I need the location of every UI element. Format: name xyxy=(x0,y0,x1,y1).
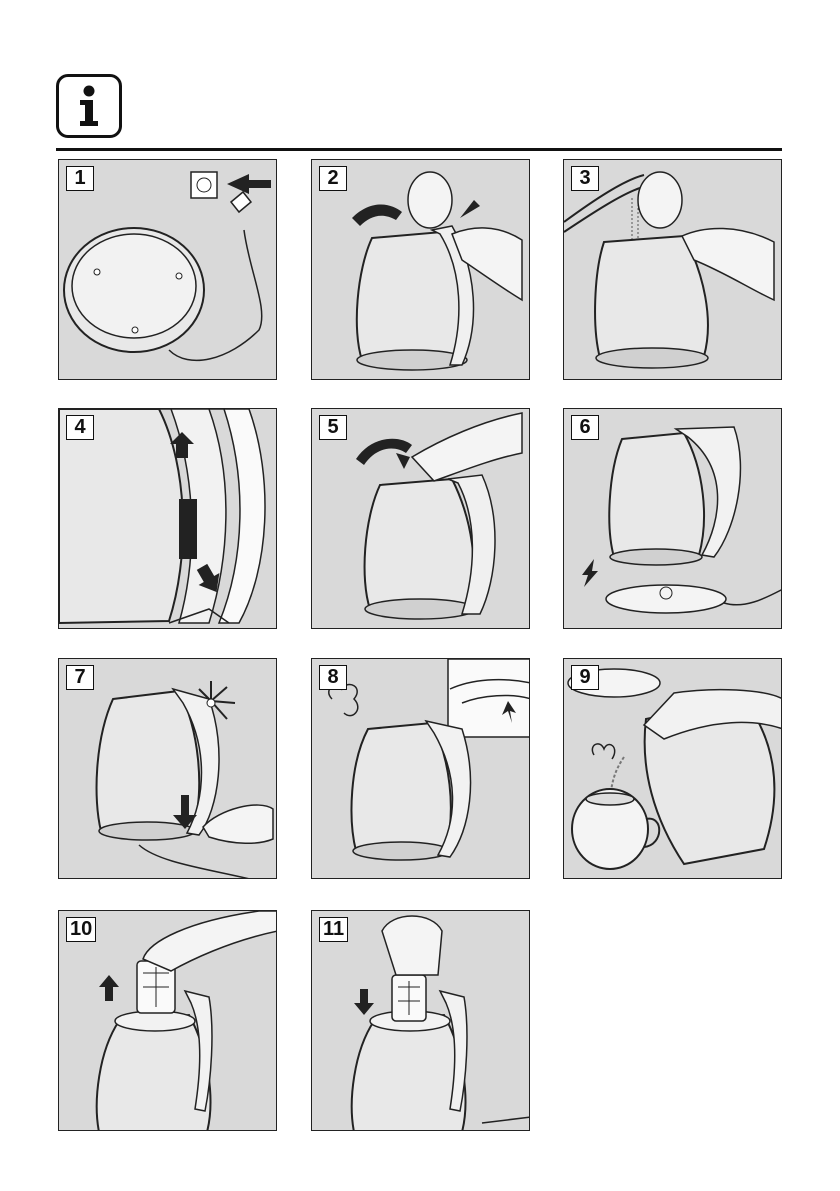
step-panel-9: 9 xyxy=(563,658,782,879)
pour-icon xyxy=(564,659,782,879)
place-on-base-icon xyxy=(564,409,782,629)
step-panel-3: 3 xyxy=(563,159,782,380)
step-number: 4 xyxy=(66,415,94,440)
step-number: 1 xyxy=(66,166,94,191)
switch-on-icon xyxy=(59,659,277,879)
close-lid-icon xyxy=(312,409,530,629)
step-panel-1: 1 xyxy=(58,159,277,380)
step-number: 3 xyxy=(571,166,599,191)
step-panel-11: 11 xyxy=(311,910,530,1131)
step-number: 11 xyxy=(319,917,348,942)
remove-filter-icon xyxy=(59,911,277,1131)
step-panel-4: 4 xyxy=(58,408,277,629)
insert-filter-icon xyxy=(312,911,530,1131)
info-icon xyxy=(56,74,122,138)
step-number: 10 xyxy=(66,917,96,942)
step-number: 6 xyxy=(571,415,599,440)
boiling-icon xyxy=(312,659,530,879)
step-number: 2 xyxy=(319,166,347,191)
step-panel-6: 6 xyxy=(563,408,782,629)
header-divider xyxy=(56,148,782,151)
step-panel-2: 2 xyxy=(311,159,530,380)
step-number: 7 xyxy=(66,665,94,690)
step-panel-7: 7 xyxy=(58,658,277,879)
step-number: 5 xyxy=(319,415,347,440)
fill-water-icon xyxy=(564,160,782,380)
step-panel-10: 10 xyxy=(58,910,277,1131)
base-plug-icon xyxy=(59,160,277,380)
step-panel-5: 5 xyxy=(311,408,530,629)
water-level-icon xyxy=(59,409,277,629)
step-number: 8 xyxy=(319,665,347,690)
step-panel-8: 8 xyxy=(311,658,530,879)
open-lid-icon xyxy=(312,160,530,380)
step-number: 9 xyxy=(571,665,599,690)
